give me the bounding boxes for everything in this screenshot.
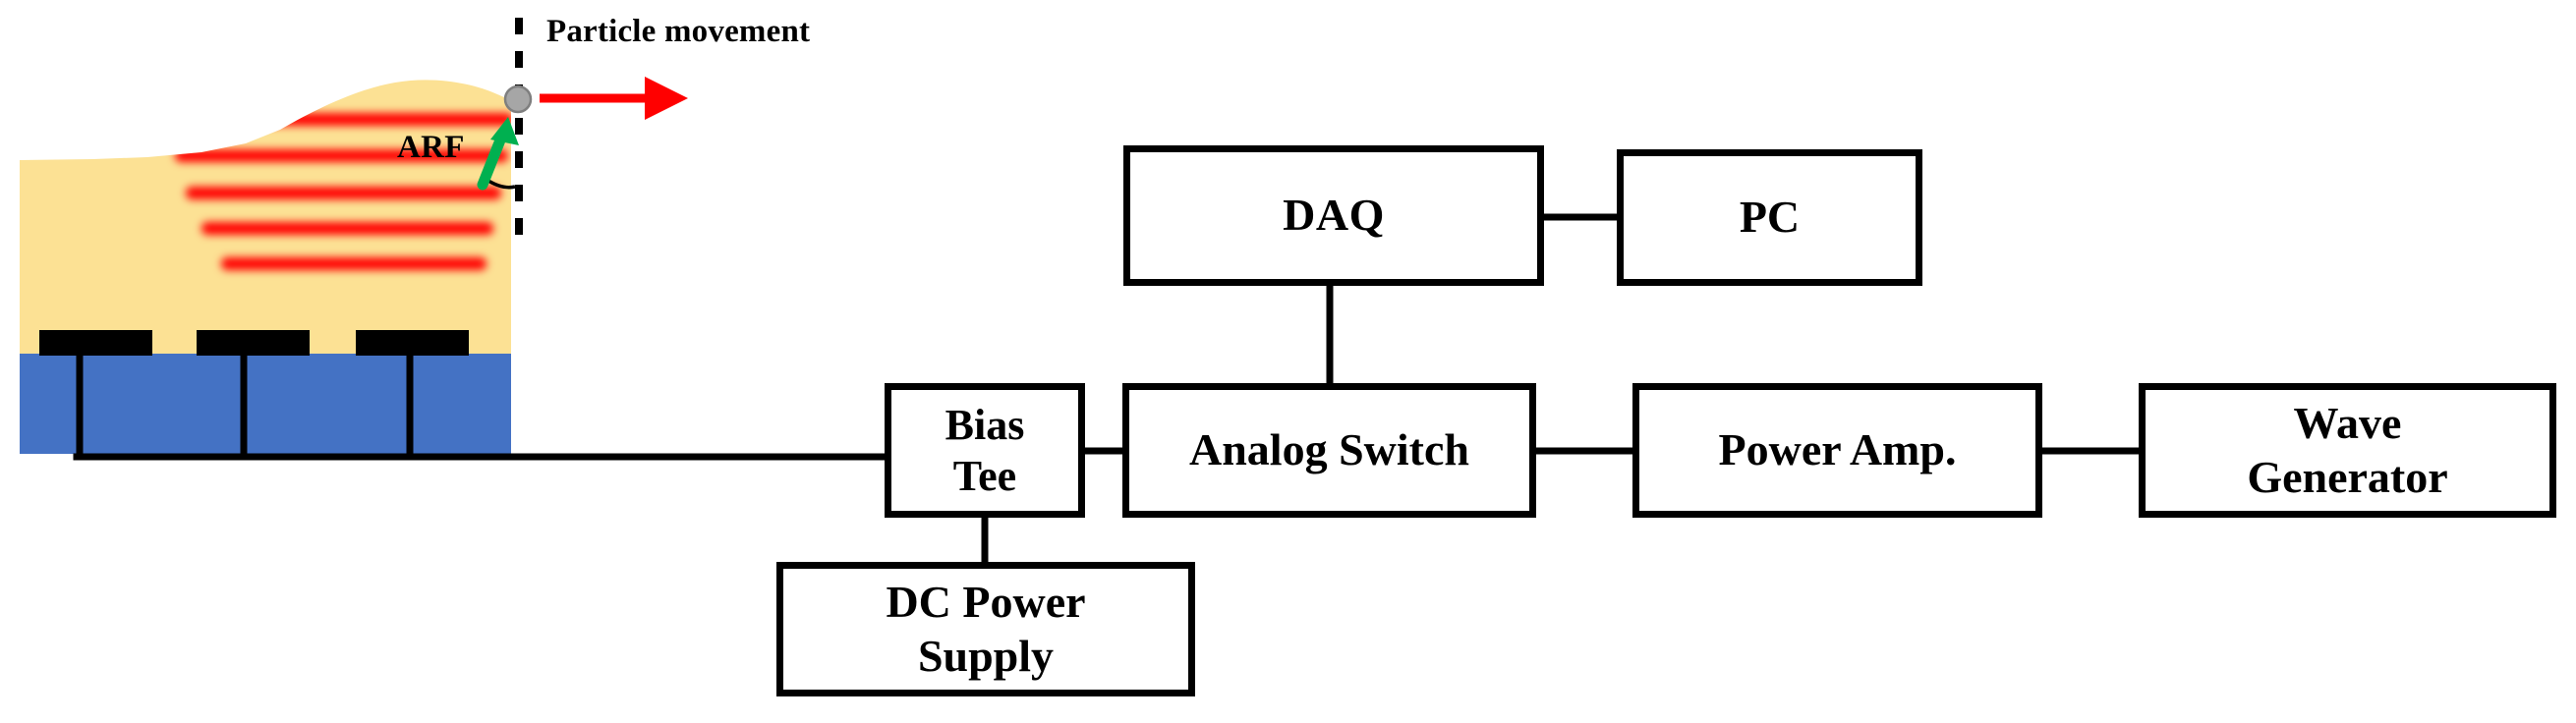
particle-movement-arrow bbox=[540, 77, 688, 120]
acoustic-beam-3 bbox=[186, 187, 501, 199]
block-power-amp-label: Power Amp. bbox=[1718, 424, 1957, 475]
block-pc-label: PC bbox=[1739, 192, 1801, 243]
acoustic-beam-5 bbox=[221, 257, 487, 270]
electrode-left bbox=[39, 330, 152, 356]
particle bbox=[503, 84, 533, 114]
electrode-wiring bbox=[73, 330, 888, 461]
block-power-amp[interactable]: Power Amp. bbox=[1632, 383, 2042, 518]
block-analog-switch-label: Analog Switch bbox=[1189, 424, 1469, 475]
arf-label: ARF bbox=[397, 130, 465, 165]
block-dc-power-supply-label-line2: Supply bbox=[917, 630, 1055, 681]
block-dc-power-supply[interactable]: DC Power Supply bbox=[776, 562, 1195, 696]
electrode-center bbox=[197, 330, 310, 356]
block-bias-tee-label-line2: Tee bbox=[952, 451, 1017, 500]
acoustic-beam-4 bbox=[201, 222, 493, 235]
block-daq[interactable]: DAQ bbox=[1123, 145, 1544, 286]
block-pc[interactable]: PC bbox=[1617, 149, 1922, 286]
block-bias-tee[interactable]: Bias Tee bbox=[885, 383, 1085, 518]
block-wave-generator[interactable]: Wave Generator bbox=[2139, 383, 2556, 518]
block-analog-switch[interactable]: Analog Switch bbox=[1122, 383, 1536, 518]
block-daq-label: DAQ bbox=[1283, 190, 1385, 241]
block-wave-generator-label-line2: Generator bbox=[2247, 451, 2448, 502]
arf-arrow bbox=[477, 117, 519, 191]
block-dc-power-supply-label-line1: DC Power bbox=[886, 577, 1086, 628]
angle-arc bbox=[487, 179, 516, 190]
block-wave-generator-label-line1: Wave bbox=[2293, 398, 2402, 449]
substrate-layer bbox=[20, 353, 511, 454]
acoustic-beam-1 bbox=[166, 113, 511, 126]
fluid-layer bbox=[20, 80, 511, 354]
particle-movement-label: Particle movement bbox=[546, 14, 811, 49]
acoustic-beam-2 bbox=[175, 149, 508, 162]
block-wiring bbox=[981, 213, 2146, 569]
block-bias-tee-label-line1: Bias bbox=[945, 400, 1025, 449]
